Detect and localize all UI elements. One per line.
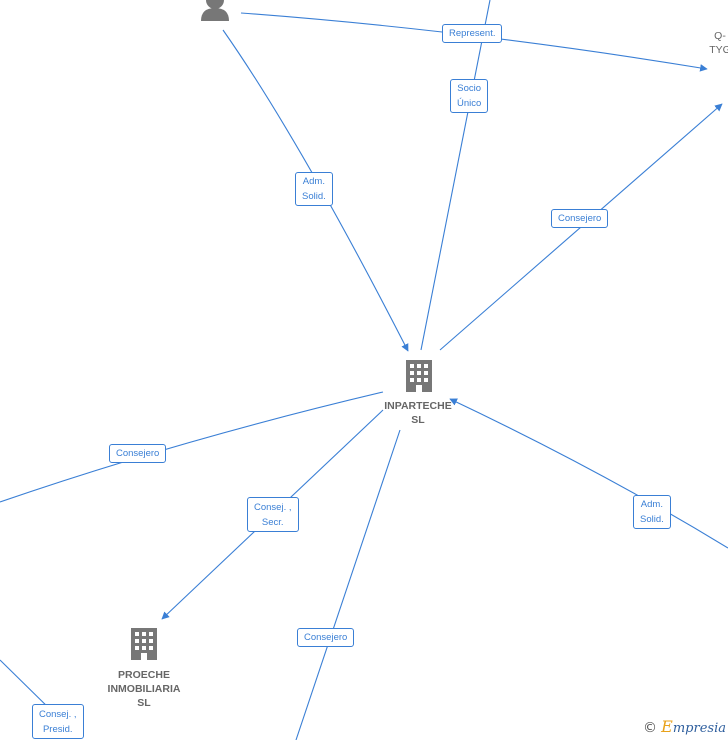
building-icon[interactable] (406, 360, 432, 392)
edge-label-consejero-top-right[interactable]: Consejero (551, 209, 609, 228)
edge-adm-solid-top (222, 29, 409, 352)
node-label-inparteche[interactable]: INPARTECHE SL (384, 400, 452, 426)
edge-label-socio-unico[interactable]: Socio Único (450, 79, 489, 113)
node-label-q-tyg[interactable]: Q- TYG (709, 30, 728, 56)
edge-label-consejero-bottom[interactable]: Consejero (297, 628, 355, 647)
edge-consejero-left (0, 391, 384, 503)
edge-label-adm-solid-top[interactable]: Adm. Solid. (295, 172, 333, 206)
edge-label-represent[interactable]: Represent. (442, 24, 503, 43)
edge-consejero-bottom (295, 429, 401, 740)
empresia-watermark: © Empresia (643, 717, 726, 736)
edge-label-consej-secr[interactable]: Consej. , Secr. (247, 497, 299, 532)
edge-adm-solid-right (449, 398, 728, 549)
node-label-proeche[interactable]: PROECHE INMOBILIARIA SL (107, 669, 181, 709)
person-icon[interactable] (201, 0, 229, 21)
edge-label-consejero-left[interactable]: Consejero (109, 444, 167, 463)
edge-socio-unico (420, 0, 491, 351)
building-icon[interactable] (131, 628, 157, 660)
edge-label-adm-solid-right[interactable]: Adm. Solid. (633, 495, 671, 529)
edge-label-consej-presid[interactable]: Consej. , Presid. (32, 704, 84, 739)
